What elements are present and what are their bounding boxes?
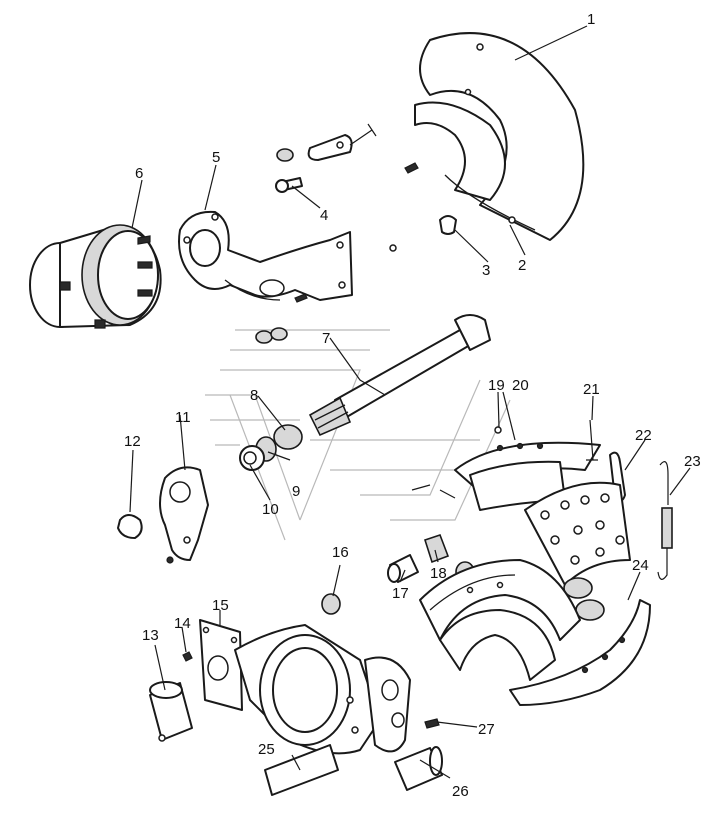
callout-27: 27 [478, 721, 495, 738]
camshaft [308, 314, 491, 437]
callout-3: 3 [482, 262, 490, 279]
callout-26: 26 [452, 783, 469, 800]
brake-shoes-center [419, 559, 581, 681]
long-spring [657, 461, 673, 580]
dust-shield [404, 32, 585, 241]
leader-lines [129, 25, 691, 779]
callout-8: 8 [250, 387, 258, 404]
upper-lining [454, 441, 601, 511]
callout-17: 17 [392, 585, 409, 602]
slack-adjuster [159, 466, 209, 564]
mount-plate [199, 619, 243, 711]
grease-fitting [424, 718, 440, 729]
callout-9: 9 [292, 483, 300, 500]
small-bolt [182, 651, 193, 662]
callout-15: 15 [212, 597, 229, 614]
shaft-bushings [239, 424, 303, 471]
brake-shoe [524, 481, 631, 621]
anchor-pin [394, 746, 443, 791]
callout-labels: 1 2 3 4 5 6 7 8 9 10 11 12 13 14 15 16 1… [124, 11, 701, 800]
callout-25: 25 [258, 741, 275, 758]
callout-4: 4 [320, 207, 328, 224]
callout-6: 6 [135, 165, 143, 182]
callout-18: 18 [430, 565, 447, 582]
lower-lining [509, 599, 651, 706]
callout-24: 24 [632, 557, 649, 574]
callout-2: 2 [518, 257, 526, 274]
bushing-sleeve [149, 681, 193, 741]
snap-ring [117, 514, 143, 539]
callout-13: 13 [142, 627, 159, 644]
callout-22: 22 [635, 427, 652, 444]
callout-19: 19 [488, 377, 505, 394]
chamber-bracket [178, 210, 397, 301]
clevis-assembly [255, 123, 377, 344]
callout-14: 14 [174, 615, 191, 632]
callout-21: 21 [583, 381, 600, 398]
clip [586, 419, 598, 461]
spider-housing [158, 624, 411, 755]
callout-20: 20 [512, 377, 529, 394]
callout-12: 12 [124, 433, 141, 450]
axle-tube [264, 744, 339, 796]
callout-1: 1 [587, 11, 595, 28]
callout-10: 10 [262, 501, 279, 518]
callout-7: 7 [322, 330, 330, 347]
plug [439, 215, 457, 235]
brake-chamber [29, 224, 162, 329]
callout-11: 11 [175, 409, 191, 426]
small-pin [494, 426, 502, 434]
callout-5: 5 [212, 149, 220, 166]
callout-23: 23 [684, 453, 701, 470]
watermark [205, 329, 511, 541]
callout-16: 16 [332, 544, 349, 561]
